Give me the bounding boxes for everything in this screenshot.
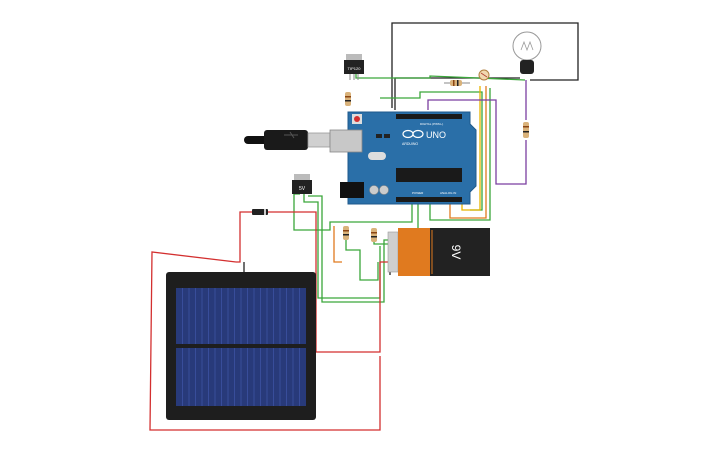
power-header [396,197,462,202]
digital-label: DIGITAL (PWM~) [420,122,443,126]
brand-label: ARDUINO [402,142,418,146]
analog-label: ANALOG IN [440,191,456,195]
transistor-top[interactable]: TIP120 [344,54,364,80]
usb-socket [329,129,363,153]
wire-green-ldr[interactable] [429,88,491,221]
wire-green-transistor-top[interactable] [355,74,526,81]
wire-green-res[interactable] [345,226,379,281]
solar-panel[interactable] [166,272,316,420]
battery-body [430,228,490,276]
usb-cable[interactable] [244,130,331,150]
photoresistor[interactable] [478,69,490,81]
power-jack [340,182,364,198]
power-label: POWER [412,191,424,195]
atmega-chip [396,168,462,182]
transistor-left-label: 5V [299,186,306,192]
battery-label: 9V [449,245,463,260]
digital-header [396,114,462,119]
light-bulb[interactable] [512,31,542,74]
capacitor-1 [369,185,379,195]
wire-red-solar-diode[interactable] [236,211,252,263]
battery-terminals [387,231,399,273]
crystal [368,152,386,160]
resistor-battery-1[interactable] [343,226,349,240]
transistor-top-label: TIP120 [348,66,362,71]
resistor-transistor-top[interactable] [345,92,351,106]
diode[interactable] [252,209,268,215]
solar-cells [176,288,306,406]
wire-red-solar-left[interactable] [149,251,381,431]
wire-orange-ldr[interactable] [449,86,487,219]
arduino-board[interactable]: UNO ARDUINO DIGITAL (PWM~) POWER ANALOG … [329,111,477,205]
wire-orange-transistor[interactable] [333,226,342,263]
wire-purple-return[interactable] [427,99,527,185]
transistor-left[interactable]: 5V [292,174,312,194]
battery-9v[interactable]: 9V [387,228,490,276]
arduino-logo [402,129,424,139]
resistor-battery-2[interactable] [371,228,377,242]
resistor-top[interactable] [444,80,470,86]
wire-black-bulb-loop[interactable] [391,22,579,108]
battery-top [398,228,430,276]
bulb-base [520,60,534,74]
board-label: UNO [426,130,446,140]
bulb-glass [512,31,542,61]
bulb-filament [520,40,534,52]
capacitor-2 [379,185,389,195]
resistor-bulb[interactable] [523,122,529,138]
